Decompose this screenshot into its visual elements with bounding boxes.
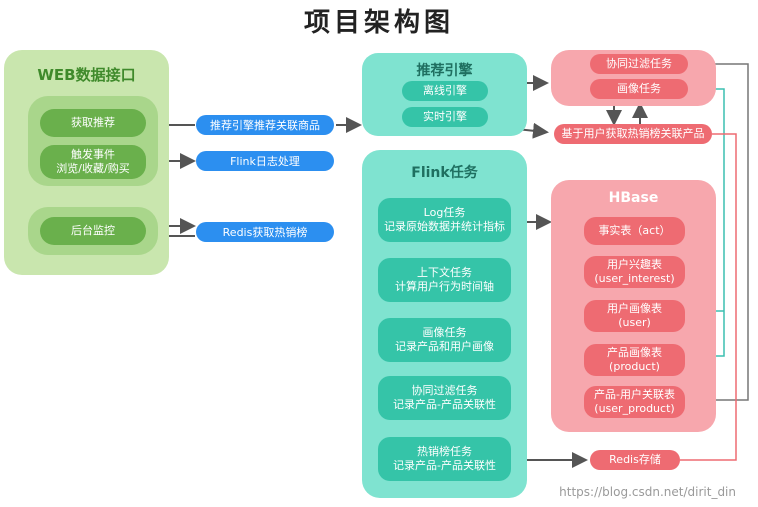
task-name: 热销榜任务 <box>417 445 472 458</box>
table-name: 事实表（act） <box>598 224 671 237</box>
task-desc: 记录产品-产品关联性 <box>393 459 496 472</box>
flink-task-cf[interactable]: 协同过滤任务 记录产品-产品关联性 <box>378 376 511 420</box>
recommend-related-pill: 推荐引擎推荐关联商品 <box>196 115 334 135</box>
redis-store-button[interactable]: Redis存储 <box>590 450 680 470</box>
hbase-table-user-product[interactable]: 产品-用户关联表 (user_product) <box>584 386 685 418</box>
flink-log-pill: Flink日志处理 <box>196 151 334 171</box>
table-code: (user_interest) <box>594 272 675 285</box>
task-name: 上下文任务 <box>417 266 472 279</box>
recommend-engine-title: 推荐引擎 <box>416 63 473 79</box>
profile-task-button[interactable]: 画像任务 <box>590 79 688 99</box>
table-name: 产品画像表 <box>607 346 662 359</box>
table-name: 用户兴趣表 <box>607 258 662 271</box>
hbase-table-user[interactable]: 用户画像表 (user) <box>584 300 685 332</box>
trigger-event-button[interactable]: 触发事件 浏览/收藏/购买 <box>40 145 146 179</box>
line-cf-to-user-product <box>690 63 749 401</box>
trigger-event-line1: 触发事件 <box>71 148 115 161</box>
hbase-table-product[interactable]: 产品画像表 (product) <box>584 344 685 376</box>
task-name: 画像任务 <box>422 326 467 339</box>
task-desc: 记录产品和用户画像 <box>395 340 494 353</box>
hbase-table-user-interest[interactable]: 用户兴趣表 (user_interest) <box>584 256 685 288</box>
cf-task-button[interactable]: 协同过滤任务 <box>590 54 688 74</box>
trigger-event-line2: 浏览/收藏/购买 <box>56 162 130 175</box>
redis-hot-pill: Redis获取热销榜 <box>196 222 334 242</box>
flink-task-title: Flink任务 <box>411 165 478 181</box>
task-name: 协同过滤任务 <box>411 384 478 397</box>
task-desc: 记录原始数据并统计指标 <box>384 220 505 233</box>
task-desc: 计算用户行为时间轴 <box>395 280 494 293</box>
table-code: (user_product) <box>594 402 675 415</box>
table-name: 产品-用户关联表 <box>594 388 675 401</box>
hbase-table-act[interactable]: 事实表（act） <box>584 217 685 245</box>
get-recommend-button[interactable]: 获取推荐 <box>40 109 146 137</box>
offline-engine-button[interactable]: 离线引擎 <box>402 81 488 101</box>
realtime-engine-button[interactable]: 实时引擎 <box>402 107 488 127</box>
table-code: (user) <box>618 316 651 329</box>
line-hot-to-redis <box>680 133 737 461</box>
web-panel-title: WEB数据接口 <box>37 66 136 84</box>
flink-task-log[interactable]: Log任务 记录原始数据并统计指标 <box>378 198 511 242</box>
flink-task-hot[interactable]: 热销榜任务 记录产品-产品关联性 <box>378 437 511 481</box>
task-desc: 记录产品-产品关联性 <box>393 398 496 411</box>
page-title: 项目架构图 <box>303 8 454 38</box>
watermark-url: https://blog.csdn.net/dirit_din <box>559 485 736 499</box>
table-code: (product) <box>609 360 660 373</box>
table-name: 用户画像表 <box>607 302 662 315</box>
task-name: Log任务 <box>423 206 466 219</box>
flink-task-context[interactable]: 上下文任务 计算用户行为时间轴 <box>378 258 511 302</box>
backend-monitor-button[interactable]: 后台监控 <box>40 217 146 245</box>
flink-task-profile[interactable]: 画像任务 记录产品和用户画像 <box>378 318 511 362</box>
hot-related-button[interactable]: 基于用户获取热销榜关联产品 <box>554 124 712 144</box>
hbase-title: HBase <box>608 190 659 206</box>
